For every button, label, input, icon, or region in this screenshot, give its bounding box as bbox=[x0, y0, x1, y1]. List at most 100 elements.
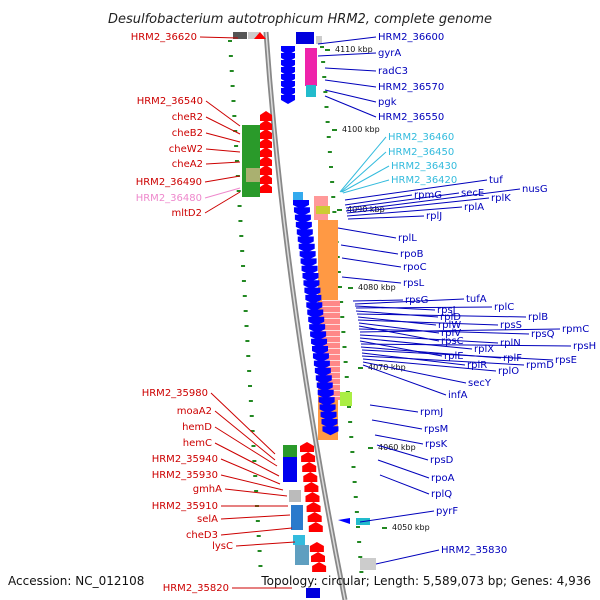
label-leader-line bbox=[346, 197, 490, 214]
gene-arrow bbox=[312, 346, 328, 355]
gene-label-left: HRM2_36490 bbox=[136, 177, 202, 188]
gene-label-left: HRM2_36620 bbox=[131, 32, 197, 43]
tick-mark bbox=[350, 451, 355, 453]
gene-arrow bbox=[300, 442, 314, 452]
gene-label-right: secE bbox=[461, 188, 484, 199]
gene-label-right: rpoC bbox=[403, 262, 427, 273]
gene-arrow bbox=[306, 502, 321, 512]
gene-separator bbox=[322, 312, 340, 313]
label-leader-line bbox=[346, 206, 463, 217]
gene-block bbox=[291, 505, 303, 530]
label-leader-line bbox=[361, 355, 525, 366]
kbp-label: 4080 kbp bbox=[358, 283, 396, 292]
gene-separator bbox=[322, 336, 340, 337]
tick-mark bbox=[254, 490, 259, 492]
label-leader-line bbox=[204, 175, 241, 183]
label-leader-line bbox=[317, 52, 377, 57]
gene-arrow bbox=[309, 324, 326, 334]
kbp-tick bbox=[368, 447, 373, 449]
label-leader-line bbox=[339, 136, 387, 193]
gene-arrow bbox=[260, 111, 272, 121]
tick-mark bbox=[342, 346, 347, 348]
label-leader-line bbox=[204, 187, 241, 199]
gene-arrow bbox=[293, 207, 310, 217]
gene-separator bbox=[322, 366, 340, 367]
gene-arrow bbox=[338, 518, 350, 524]
gene-arrow bbox=[301, 265, 318, 275]
gene-arrow bbox=[293, 200, 309, 209]
label-leader-line bbox=[374, 434, 424, 445]
gene-arrow bbox=[299, 251, 316, 261]
label-leader-line bbox=[317, 36, 377, 45]
tick-mark bbox=[344, 376, 349, 378]
label-leader-line bbox=[355, 306, 493, 309]
tick-mark bbox=[258, 565, 263, 567]
gene-arrow bbox=[305, 492, 320, 502]
tick-mark bbox=[253, 475, 258, 477]
tick-mark bbox=[231, 100, 236, 102]
tick-mark bbox=[330, 181, 335, 183]
gene-label-right: rpmD bbox=[526, 360, 554, 371]
tick-mark bbox=[339, 301, 344, 303]
tick-mark bbox=[256, 535, 261, 537]
tick-mark bbox=[249, 415, 254, 417]
gene-arrow bbox=[281, 74, 295, 83]
gene-arrow bbox=[281, 53, 295, 62]
gene-label-right: rplW bbox=[438, 320, 461, 331]
gene-arrow bbox=[315, 375, 332, 385]
gene-arrow bbox=[260, 147, 272, 157]
gene-arrow bbox=[298, 243, 315, 253]
gene-label-right: tuf bbox=[489, 175, 503, 186]
gene-arrow bbox=[305, 294, 322, 304]
tick-mark bbox=[351, 466, 356, 468]
gene-label-right: HRM2_36550 bbox=[378, 112, 444, 123]
tick-mark bbox=[325, 121, 330, 123]
gene-label-right: rplR bbox=[467, 360, 487, 371]
tick-mark bbox=[326, 136, 331, 138]
label-leader-line bbox=[362, 361, 467, 384]
label-leader-line bbox=[220, 514, 291, 520]
kbp-label: 4050 kbp bbox=[392, 523, 430, 532]
gene-block bbox=[296, 32, 314, 44]
gene-label-right: HRM2_36430 bbox=[391, 161, 457, 172]
kbp-label: 4110 kbp bbox=[335, 45, 373, 54]
gene-label-right: rpsE bbox=[555, 355, 577, 366]
gene-arrow bbox=[318, 397, 335, 407]
gene-arrow bbox=[311, 552, 325, 562]
gene-arrow bbox=[260, 120, 272, 130]
gene-label-right: rpmC bbox=[562, 324, 589, 335]
label-leader-line bbox=[199, 36, 239, 39]
label-leader-line bbox=[235, 541, 296, 547]
tick-mark bbox=[320, 46, 324, 48]
gene-label-right: gyrA bbox=[378, 48, 401, 59]
right-gene-labels: HRM2_36600gyrAradC3HRM2_36570pgkHRM2_365… bbox=[317, 32, 596, 565]
tick-mark bbox=[244, 325, 249, 327]
gene-arrow bbox=[314, 367, 331, 377]
gene-arrow bbox=[313, 360, 330, 370]
tick-mark bbox=[250, 430, 255, 432]
label-leader-line bbox=[340, 244, 399, 255]
tick-mark bbox=[239, 235, 244, 237]
gene-arrow bbox=[307, 309, 324, 319]
gene-arrow bbox=[297, 236, 314, 246]
tick-mark bbox=[247, 370, 252, 372]
tick-mark bbox=[228, 40, 232, 42]
label-leader-line bbox=[204, 191, 241, 214]
gene-label-right: rplO bbox=[498, 366, 519, 377]
kbp-label: 4100 kbp bbox=[342, 125, 380, 134]
gene-label-left: lysC bbox=[212, 541, 233, 552]
gene-label-left: HRM2_36480 bbox=[136, 193, 202, 204]
gene-block bbox=[233, 32, 247, 39]
label-leader-line bbox=[344, 179, 488, 201]
label-leader-line bbox=[220, 458, 281, 485]
label-leader-line bbox=[205, 116, 241, 135]
tick-mark bbox=[241, 265, 246, 267]
tick-mark bbox=[358, 556, 363, 558]
gene-arrow bbox=[320, 411, 337, 421]
gene-arrow bbox=[281, 46, 295, 55]
kbp-tick bbox=[325, 49, 330, 51]
gene-arrow bbox=[316, 382, 333, 392]
label-leader-line bbox=[376, 444, 429, 461]
gene-arrow bbox=[307, 512, 322, 522]
